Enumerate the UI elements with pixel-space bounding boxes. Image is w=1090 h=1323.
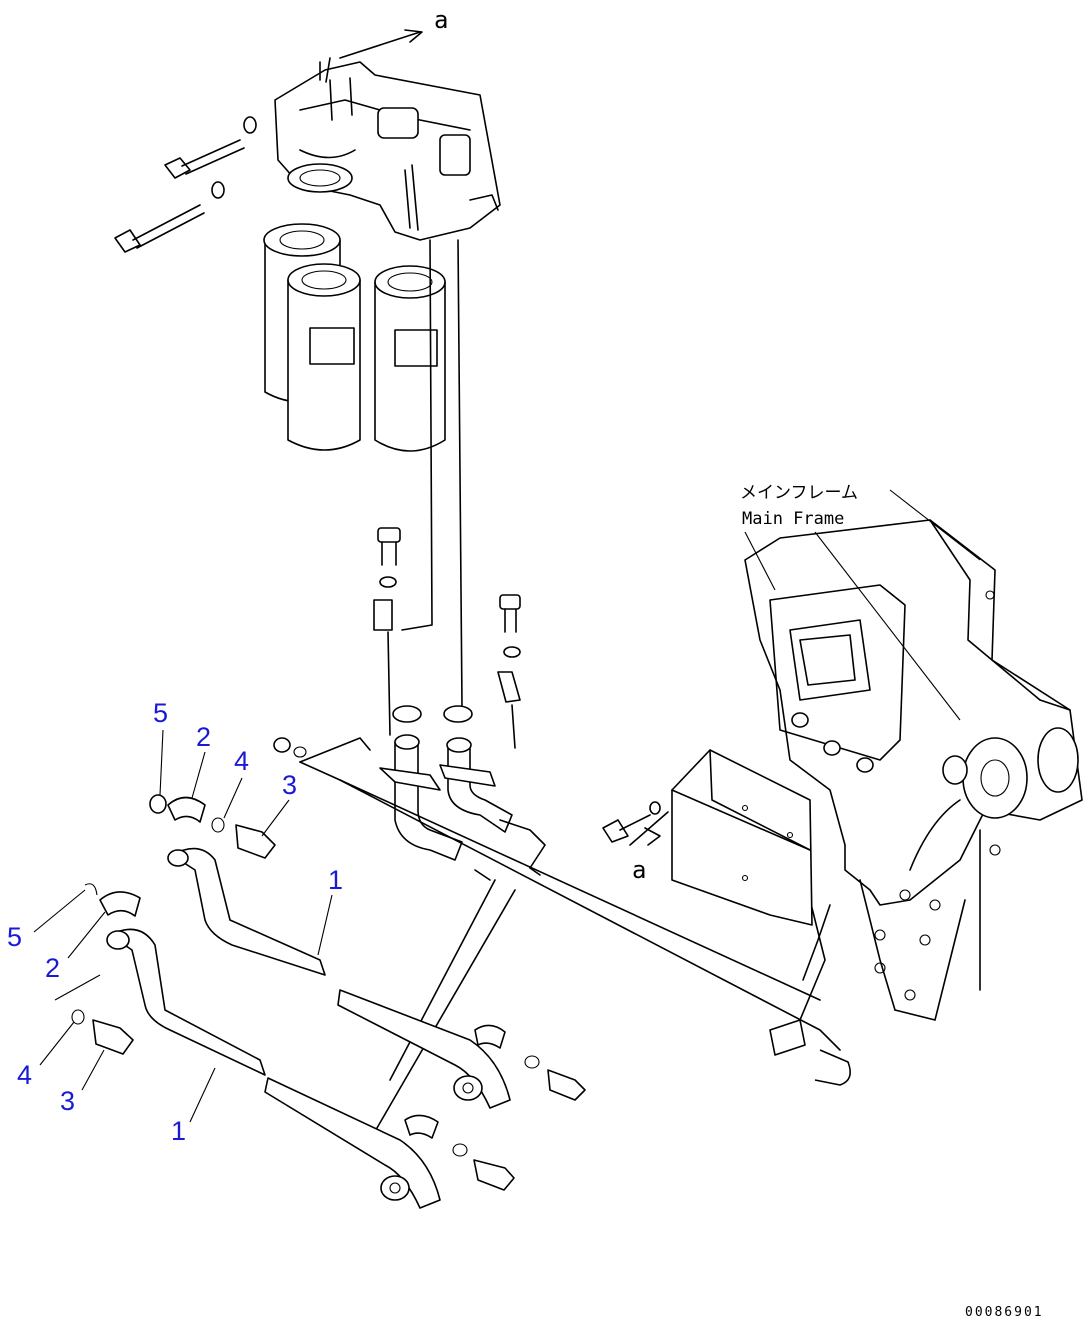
leader-pipe-lower	[369, 889, 516, 1141]
ref-a-top: a	[434, 6, 448, 34]
filter-head-bolts	[114, 116, 257, 253]
ref-arrow-top: a	[339, 6, 448, 59]
filter-elements	[263, 223, 446, 452]
lower-clamp-hardware	[404, 1024, 586, 1191]
callout-4-upper: 4	[234, 746, 249, 776]
filter-head-assembly	[274, 57, 501, 241]
callout-1-lower: 1	[171, 1116, 186, 1146]
pipe-part-1-upper	[167, 847, 511, 1109]
frame-crossmember	[299, 737, 851, 1086]
main-frame-label: メインフレーム Main Frame	[740, 483, 981, 721]
callout-3-upper: 3	[282, 770, 297, 800]
leader-pipe-upper	[389, 879, 496, 1081]
hose-line-left	[401, 239, 433, 631]
crossmember-bolt	[273, 737, 307, 758]
hose-line-right	[457, 239, 463, 707]
mount-bracket: a	[602, 749, 813, 926]
clamp-set-lower	[71, 883, 141, 1055]
main-frame-label-en: Main Frame	[742, 509, 844, 529]
pipe-elbows	[379, 734, 513, 861]
main-frame	[744, 519, 1083, 1021]
oring-left	[392, 705, 422, 723]
callout-2-lower: 2	[45, 953, 60, 983]
callouts: 5 2 4 3 1 5 2 4 3 1	[7, 698, 343, 1146]
drawing-number: 00086901	[965, 1305, 1044, 1320]
clamp-set-upper	[149, 794, 276, 859]
callout-3-lower: 3	[60, 1086, 75, 1116]
mid-clamp-hardware	[373, 527, 521, 749]
pipe-part-1-lower	[106, 928, 441, 1209]
ref-a-right: a	[632, 856, 646, 884]
main-frame-label-jp: メインフレーム	[740, 483, 858, 503]
callout-1-upper: 1	[328, 865, 343, 895]
callout-2-upper: 2	[196, 722, 211, 752]
callout-5-upper: 5	[153, 698, 168, 728]
callout-5-lower: 5	[7, 922, 22, 952]
callout-4-lower: 4	[17, 1060, 32, 1090]
oring-right	[443, 705, 473, 723]
